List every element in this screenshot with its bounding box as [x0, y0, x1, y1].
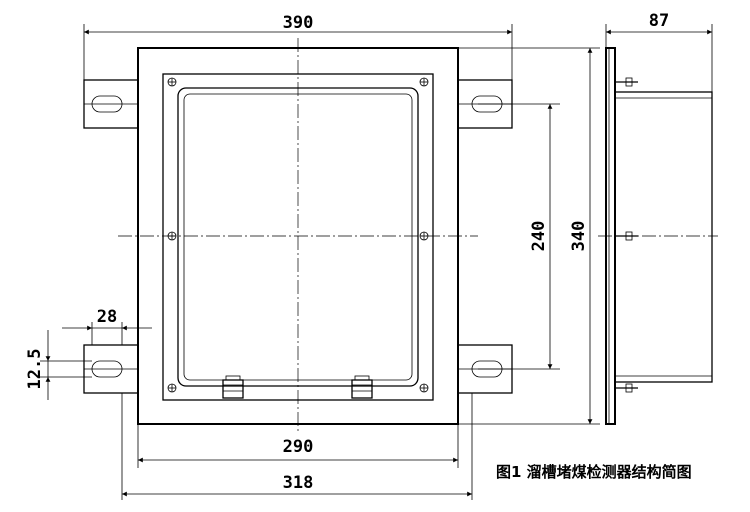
dim-340: 340	[458, 47, 600, 425]
dim-12-5-label: 12.5	[25, 349, 45, 390]
dim-318: 318	[121, 393, 473, 500]
side-bolt-top	[615, 77, 638, 87]
side-bolt-bottom	[615, 383, 638, 393]
cable-gland-left	[222, 375, 244, 399]
dim-290-label: 290	[283, 437, 314, 457]
dim-28: 28	[62, 307, 152, 345]
dim-390: 390	[83, 13, 513, 80]
dim-28-label: 28	[97, 307, 117, 327]
dim-87-label: 87	[649, 11, 669, 31]
dim-12-5: 12.5	[25, 330, 92, 400]
dim-390-label: 390	[283, 13, 314, 33]
cover-bolts	[167, 77, 429, 393]
side-body	[614, 91, 713, 383]
dim-240-label: 240	[529, 221, 549, 252]
dim-290: 290	[137, 424, 459, 468]
front-view	[83, 38, 513, 432]
dim-318-label: 318	[283, 473, 314, 493]
mounting-ear-bottom-left	[83, 344, 139, 394]
dim-240: 240	[478, 103, 560, 370]
figure-caption: 图1 溜槽堵煤检测器结构简图	[496, 463, 692, 481]
dim-87: 87	[605, 11, 713, 92]
mounting-ear-top-left	[83, 79, 139, 129]
side-view	[598, 47, 718, 425]
cable-gland-right	[351, 375, 373, 399]
dim-340-label: 340	[569, 221, 589, 252]
